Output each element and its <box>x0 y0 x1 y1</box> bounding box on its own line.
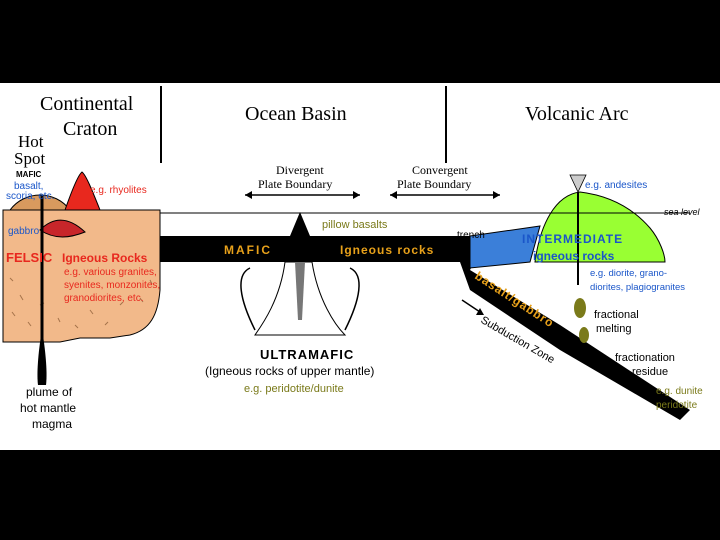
felsic-pod <box>39 219 86 238</box>
igneous-rocks-felsic: Igneous Rocks <box>62 251 148 265</box>
diorite-line-2: diorites, plagiogranites <box>590 282 685 293</box>
subduction-arrow <box>461 299 481 313</box>
header-volcanic-arc: Volcanic Arc <box>525 103 629 125</box>
fractionation-label-1: fractionation <box>615 352 675 364</box>
plume-label-1: plume of <box>26 385 73 399</box>
header-spot: Spot <box>14 149 45 168</box>
fractional-label-1: fractional <box>594 309 639 321</box>
mafic-small-label: MAFIC <box>16 170 42 179</box>
granites-line-1: e.g. various granites, <box>64 267 157 278</box>
craton-texture <box>9 277 153 329</box>
mafic-ocean-label: MAFIC <box>224 243 272 257</box>
divergent-label-1: Divergent <box>276 163 324 177</box>
ridge-dike <box>295 262 305 320</box>
rhyolites-label: e.g. rhyolites <box>90 185 147 196</box>
eruption-plume <box>569 174 587 193</box>
header-hot: Hot <box>18 132 44 151</box>
rhyolite-volcano <box>64 171 101 211</box>
plume-tail <box>37 330 47 385</box>
andesites-label: e.g. andesites <box>585 180 647 191</box>
convergent-label-1: Convergent <box>412 163 468 177</box>
intermediate-label: INTERMEDIATE <box>522 232 623 246</box>
granites-line-3: granodiorites, etc. <box>64 293 144 304</box>
granites-line-2: syenites, monzonites, <box>64 280 160 291</box>
fractional-label-2: melting <box>596 323 631 335</box>
divergent-label-2: Plate Boundary <box>258 177 332 191</box>
upper-mantle-label: (Igneous rocks of upper mantle) <box>205 364 374 378</box>
plume-label-2: hot mantle <box>20 401 76 415</box>
igneous-rocks-ocean: Igneous rocks <box>340 243 434 257</box>
accretionary-wedge <box>469 225 541 269</box>
pillow-basalts-label: pillow basalts <box>322 219 388 231</box>
scoria-label: scoria, etc. <box>6 191 54 202</box>
gabbro-label: gabbro <box>8 226 40 237</box>
header-continental: Continental <box>40 93 134 115</box>
convergent-label-2: Plate Boundary <box>397 177 471 191</box>
fractionation-label-2: residue <box>632 366 668 378</box>
dunite-label-1: e.g. dunite <box>656 386 703 397</box>
header-ocean-basin: Ocean Basin <box>245 103 347 125</box>
igneous-rocks-arc: igneous rocks <box>533 249 615 263</box>
convection-arrow-right <box>344 267 360 331</box>
peridotite-label: e.g. peridotite/dunite <box>244 383 344 395</box>
magma-blob-2 <box>579 327 589 343</box>
dunite-label-2: peridotite <box>656 400 698 411</box>
ocean-plate <box>160 212 690 420</box>
plume-label-3: magma <box>32 417 72 431</box>
ultramafic-label: ULTRAMAFIC <box>260 347 354 362</box>
diorite-line-1: e.g. diorite, grano- <box>590 268 667 279</box>
volcanic-arc <box>534 191 666 263</box>
felsic-label: FELSIC <box>6 250 53 265</box>
convection-arrow-left <box>240 267 256 331</box>
basalt-label: basalt, <box>14 181 43 192</box>
trench-label: trench <box>457 230 485 241</box>
sea-level-label: sea level <box>664 207 701 217</box>
magma-blob-1 <box>574 298 586 318</box>
header-craton: Craton <box>63 118 117 140</box>
